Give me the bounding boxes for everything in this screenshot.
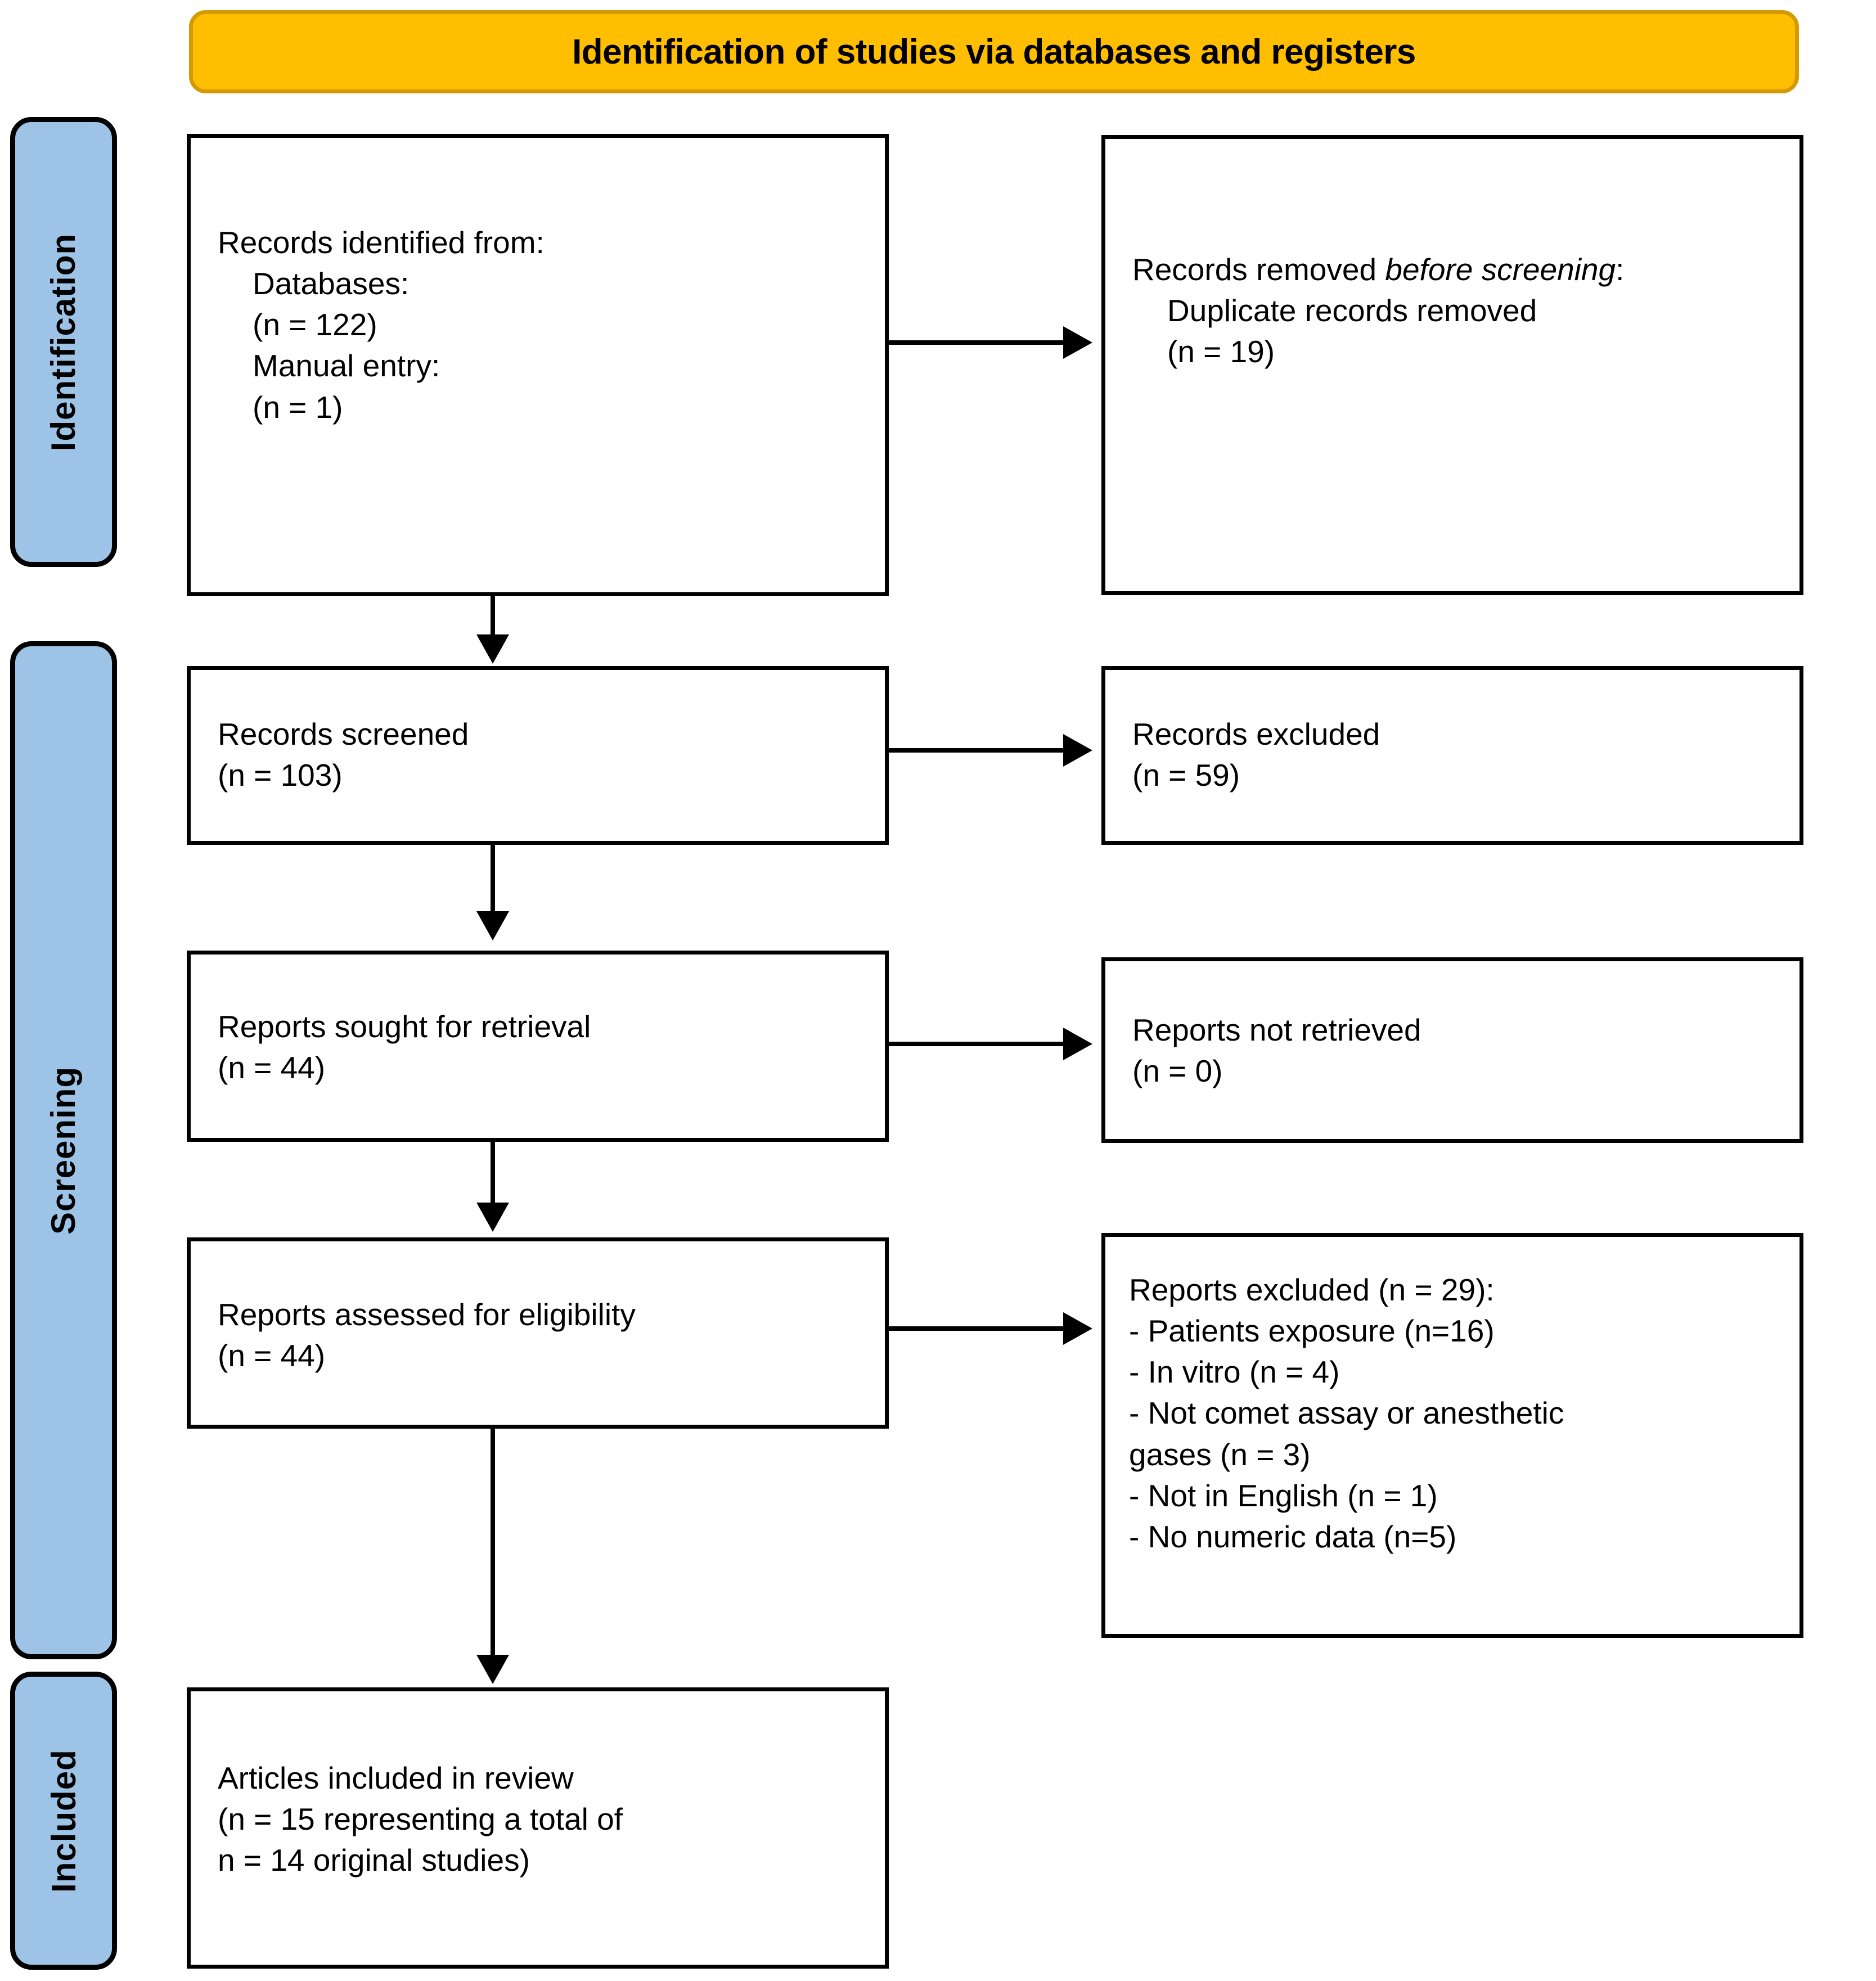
- records-removed-heading: Records removed before screening:: [1132, 249, 1784, 290]
- box-records-screened: Records screened (n = 103): [187, 666, 889, 845]
- connector-screened-to-sought-arrowhead-icon: [476, 911, 509, 940]
- records-identified-databases-count: (n = 122): [253, 307, 377, 343]
- stage-label-screening: Screening: [44, 1066, 83, 1235]
- reports-excluded-heading: Reports excluded (n = 29):: [1129, 1272, 1495, 1307]
- records-identified-databases-label: Databases:: [253, 266, 410, 301]
- records-identified-heading: Records identified from:: [218, 225, 545, 260]
- reports-excluded-reason-in-vitro: - In vitro (n = 4): [1129, 1354, 1340, 1390]
- records-removed-heading-prefix: Records removed: [1132, 252, 1385, 287]
- reports-excluded-reason-not-comet-assay-cont: gases (n = 3): [1129, 1437, 1311, 1472]
- connector-identified-to-screened-line: [491, 595, 495, 639]
- connector-sought-to-assessed-arrowhead-icon: [476, 1203, 509, 1232]
- records-identified-manual-count: (n = 1): [253, 389, 343, 425]
- box-records-excluded: Records excluded (n = 59): [1101, 666, 1803, 845]
- box-reports-not-retrieved: Reports not retrieved (n = 0): [1101, 957, 1803, 1143]
- reports-assessed-label: Reports assessed for eligibility: [218, 1297, 636, 1332]
- reports-sought-count: (n = 44): [218, 1050, 326, 1086]
- reports-not-retrieved-label: Reports not retrieved: [1132, 1012, 1421, 1047]
- records-removed-heading-emphasis: before screening: [1385, 252, 1616, 287]
- box-records-removed: Records removed before screening: Duplic…: [1101, 135, 1803, 595]
- connector-identified-to-removed-arrowhead-icon: [1063, 326, 1092, 359]
- stage-tab-screening: Screening: [10, 641, 117, 1659]
- box-reports-excluded-reasons: Reports excluded (n = 29): - Patients ex…: [1101, 1233, 1803, 1638]
- connector-screened-to-sought-line: [491, 845, 495, 912]
- box-reports-sought: Reports sought for retrieval (n = 44): [187, 951, 889, 1142]
- records-removed-duplicates-count: (n = 19): [1167, 334, 1275, 370]
- box-articles-included: Articles included in review (n = 15 repr…: [187, 1687, 889, 1969]
- reports-excluded-reason-patients-exposure: - Patients exposure (n=16): [1129, 1313, 1495, 1349]
- records-screened-count: (n = 103): [218, 758, 343, 793]
- reports-excluded-reason-not-comet-assay: - Not comet assay or anesthetic: [1129, 1395, 1564, 1431]
- articles-included-count-cont: n = 14 original studies): [218, 1843, 530, 1878]
- stage-tab-included: Included: [10, 1672, 117, 1970]
- reports-sought-label: Reports sought for retrieval: [218, 1009, 591, 1044]
- connector-sought-to-not-retrieved-arrowhead-icon: [1063, 1028, 1092, 1060]
- stage-tab-identification: Identification: [10, 117, 117, 567]
- reports-assessed-count: (n = 44): [218, 1338, 326, 1374]
- stage-label-included: Included: [44, 1749, 83, 1893]
- records-screened-label: Records screened: [218, 717, 469, 751]
- reports-not-retrieved-count: (n = 0): [1132, 1053, 1223, 1089]
- articles-included-count: (n = 15 representing a total of: [218, 1802, 623, 1837]
- connector-sought-to-not-retrieved-line: [887, 1042, 1067, 1046]
- records-identified-manual-label: Manual entry:: [253, 348, 440, 384]
- records-excluded-count: (n = 59): [1132, 758, 1240, 793]
- connector-screened-to-excluded-line: [887, 748, 1067, 753]
- connector-identified-to-removed-line: [887, 340, 1067, 345]
- connector-screened-to-excluded-arrowhead-icon: [1063, 734, 1092, 767]
- diagram-header-banner: Identification of studies via databases …: [189, 10, 1799, 93]
- connector-identified-to-screened-arrowhead-icon: [476, 634, 509, 664]
- connector-assessed-to-included-line: [491, 1429, 495, 1656]
- box-records-identified: Records identified from: Databases: (n =…: [187, 134, 889, 596]
- connector-assessed-to-reports-excluded-line: [887, 1326, 1067, 1331]
- box-reports-assessed: Reports assessed for eligibility (n = 44…: [187, 1237, 889, 1429]
- connector-assessed-to-reports-excluded-arrowhead-icon: [1063, 1312, 1092, 1345]
- diagram-title: Identification of studies via databases …: [572, 32, 1416, 71]
- stage-label-identification: Identification: [44, 233, 83, 451]
- articles-included-label: Articles included in review: [218, 1761, 574, 1795]
- records-removed-duplicates-label: Duplicate records removed: [1167, 293, 1537, 328]
- records-excluded-label: Records excluded: [1132, 717, 1380, 751]
- records-removed-heading-suffix: :: [1616, 252, 1625, 287]
- reports-excluded-reason-not-in-english: - Not in English (n = 1): [1129, 1478, 1438, 1513]
- reports-excluded-reason-no-numeric-data: - No numeric data (n=5): [1129, 1519, 1457, 1554]
- connector-assessed-to-included-arrowhead-icon: [476, 1655, 509, 1684]
- connector-sought-to-assessed-line: [491, 1142, 495, 1205]
